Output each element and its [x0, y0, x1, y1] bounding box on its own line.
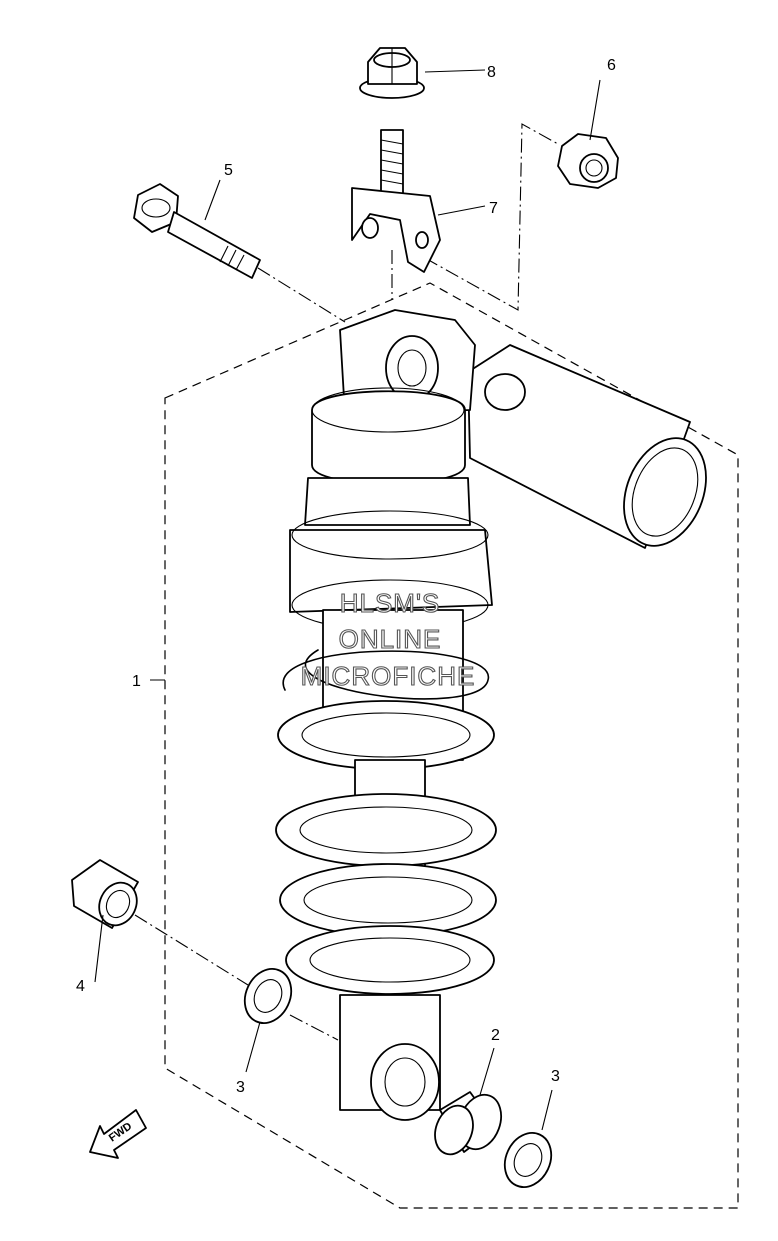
callout-3-right: 3 [551, 1068, 560, 1085]
washer-right [503, 1132, 553, 1188]
watermark-line-2: ONLINE [339, 624, 442, 654]
nut [557, 133, 619, 189]
flange-nut [359, 47, 425, 99]
callout-3-left: 3 [236, 1079, 245, 1096]
collar [71, 859, 139, 929]
watermark-line-1: HLSM'S [340, 588, 441, 618]
washer-left [243, 968, 293, 1024]
callout-leaders [94, 69, 601, 1131]
bolt [133, 183, 261, 279]
watermark-line-3: MICROFICHE [301, 661, 476, 691]
callout-4: 4 [76, 978, 85, 995]
upper-bracket [351, 129, 441, 273]
callout-7: 7 [489, 200, 498, 217]
callout-1: 1 [132, 673, 141, 690]
leader-lines [134, 123, 559, 1041]
callout-2: 2 [491, 1027, 500, 1044]
assembly-boundary [164, 282, 739, 1209]
callout-5: 5 [224, 162, 233, 179]
bushing [434, 1091, 502, 1156]
shock-absorber [275, 309, 707, 1121]
callout-8: 8 [487, 64, 496, 81]
callout-6: 6 [607, 57, 616, 74]
fwd-arrow-icon: FWD [89, 1109, 147, 1159]
